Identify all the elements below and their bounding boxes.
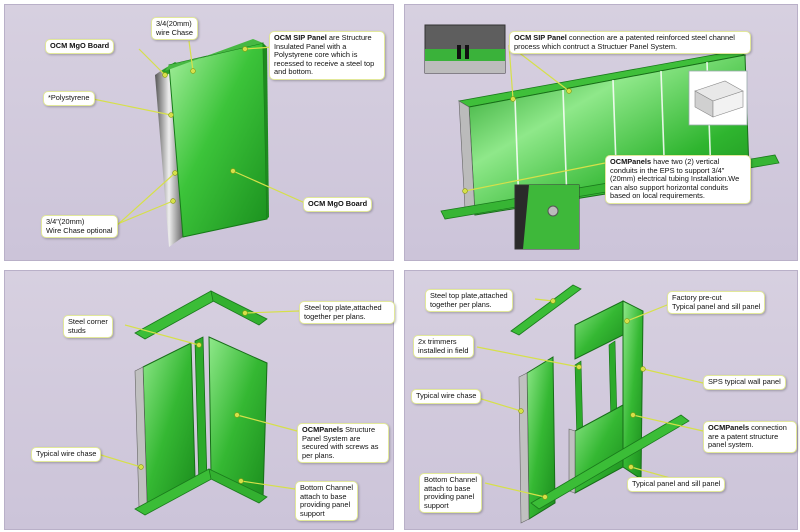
label-sip-text: are Structure Insulated Panel with a Pol… (274, 33, 375, 77)
label-connection-bold: OCM SIP Panel (514, 33, 567, 42)
label-conduits-bold: OCMPanels (610, 157, 652, 166)
label-sill-panel: Typical panel and sill panel (627, 477, 726, 492)
panel-sip-connection: OCM SIP Panel connection are a patented … (404, 4, 798, 261)
label-polystyrene: *Polystyrene (43, 91, 95, 106)
label-conduits-text: have two (2) vertical conduits in the EP… (610, 157, 740, 201)
label-mgo-board-right: OCM MgO Board (303, 197, 373, 212)
label-factory-precut: Factory pre-cut Typical panel and sill p… (667, 291, 766, 315)
label-mgo-board-top: OCM MgO Board (45, 39, 115, 54)
label-trimmers: 2x trimmers installed in field (413, 335, 474, 359)
panel-window-assembly: Steel top plate,attached together per pl… (404, 270, 798, 530)
label-wire-chase: Typical wire chase (31, 447, 102, 462)
label-structure-description: OCMPanels Structure Panel System are sec… (297, 423, 389, 464)
label-wire-chase: 3/4(20mm) wire Chase (151, 17, 198, 41)
sip-panel-drawing (92, 39, 306, 247)
label-steel-top-plate: Steel top plate,attached together per pl… (299, 301, 395, 325)
label-steel-top-plate: Steel top plate,attached together per pl… (425, 289, 513, 313)
label-wire-chase: Typical wire chase (411, 389, 482, 404)
label-connection-description: OCMPanels connection are a patent struct… (703, 421, 797, 453)
window-assembly-drawing (474, 284, 704, 524)
label-sip-description: OCM SIP Panel are Structure Insulated Pa… (269, 31, 385, 80)
label-connection-description: OCM SIP Panel connection are a patented … (509, 31, 751, 55)
panel-corner-assembly: Steel top plate,attached together per pl… (4, 270, 395, 530)
label-wire-chase-optional: 3/4"(20mm) Wire Chase optional (41, 215, 118, 239)
label-conduits-description: OCMPanels have two (2) vertical conduits… (605, 155, 751, 204)
label-bottom-channel: Bottom Channel attach to base providing … (419, 473, 482, 514)
corner-assembly-drawing (100, 290, 300, 516)
label-connection-text: connection are a patent structure panel … (708, 423, 787, 450)
panel-sip-structure: OCM MgO Board 3/4(20mm) wire Chase OCM S… (4, 4, 394, 261)
label-sps-panel: SPS typical wall panel (703, 375, 786, 390)
label-connection-text: connection are a patented reinforced ste… (514, 33, 735, 51)
label-bottom-channel: Bottom Channel attach to base providing … (295, 481, 358, 522)
label-structure-text: Structure Panel System are secured with … (302, 425, 379, 460)
label-corner-studs: Steel corner studs (63, 315, 113, 339)
label-sip-bold: OCM SIP Panel (274, 33, 327, 42)
label-structure-bold: OCMPanels (302, 425, 344, 434)
label-connection-bold: OCMPanels (708, 423, 750, 432)
